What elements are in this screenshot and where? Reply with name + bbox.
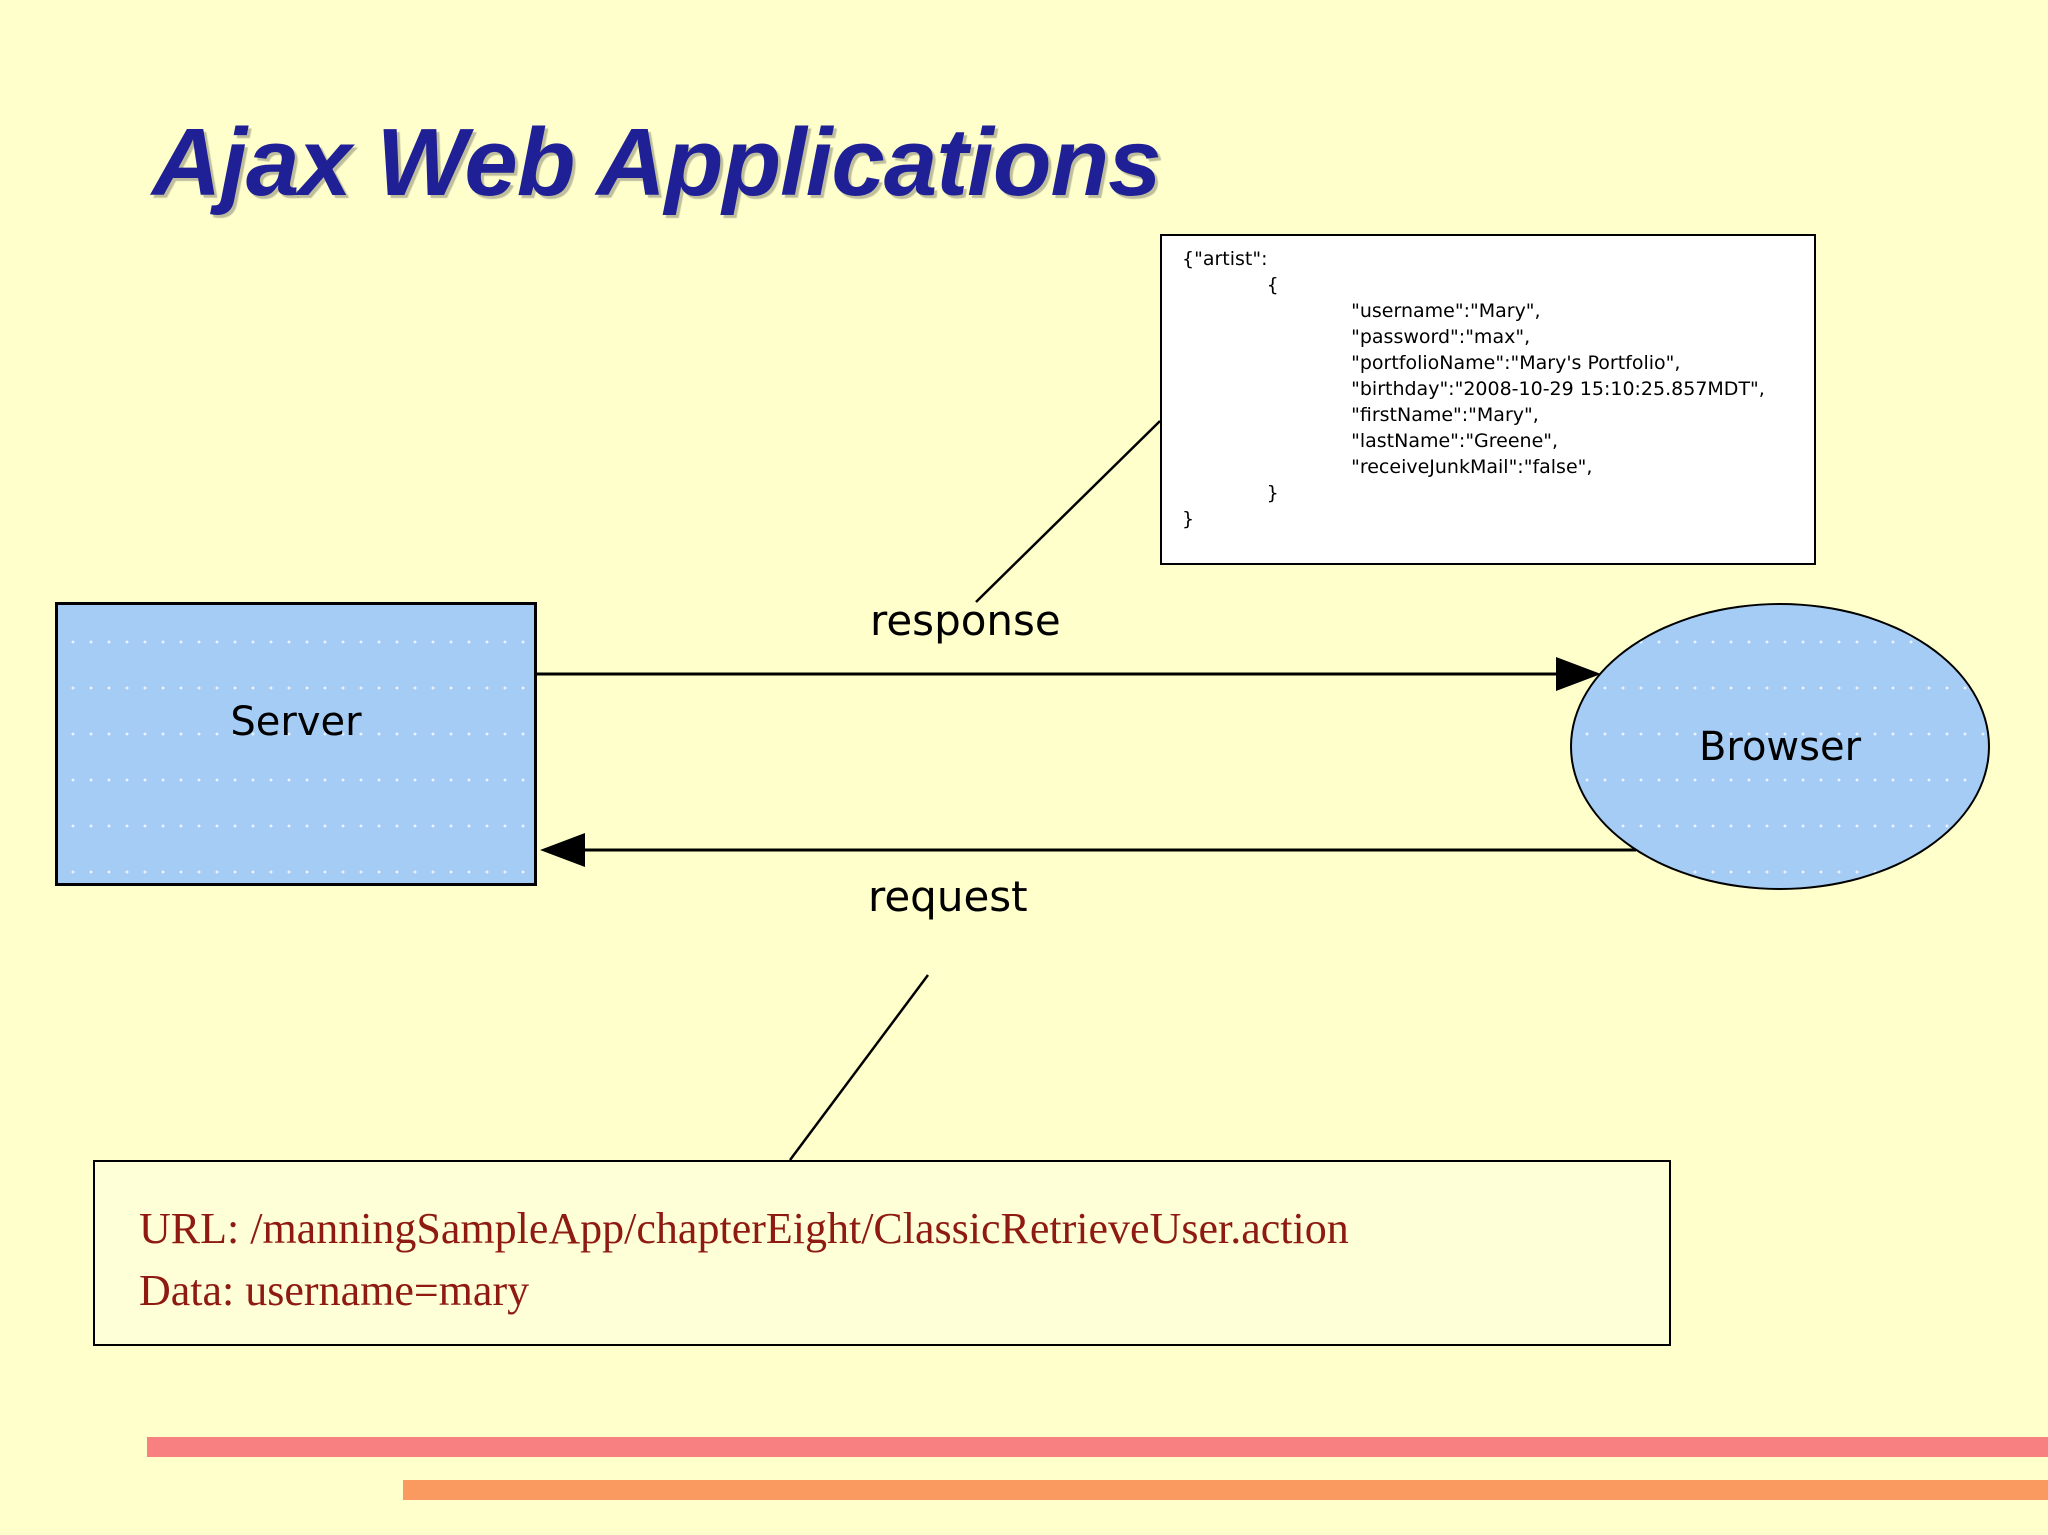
json-response-box: {"artist": { "username":"Mary", "passwor… <box>1160 234 1816 565</box>
url-info-box: URL: /manningSampleApp/chapterEight/Clas… <box>93 1160 1671 1346</box>
json-response-code: {"artist": { "username":"Mary", "passwor… <box>1182 248 1765 530</box>
data-line: Data: username=mary <box>139 1266 530 1315</box>
browser-node: Browser <box>1570 603 1990 890</box>
footer-bar-primary <box>147 1437 2048 1457</box>
slide-title: Ajax Web Applications <box>152 109 1162 216</box>
response-label: response <box>870 596 1061 645</box>
server-node: Server <box>55 602 537 886</box>
server-label: Server <box>230 699 362 745</box>
browser-label: Browser <box>1698 723 1862 770</box>
callout-line-request-url <box>788 974 930 1161</box>
url-line: URL: /manningSampleApp/chapterEight/Clas… <box>139 1204 1349 1253</box>
callout-line-response-json <box>975 420 1161 603</box>
request-arrowhead-icon <box>540 833 585 867</box>
request-label: request <box>868 872 1028 921</box>
footer-bar-secondary <box>403 1480 2048 1500</box>
